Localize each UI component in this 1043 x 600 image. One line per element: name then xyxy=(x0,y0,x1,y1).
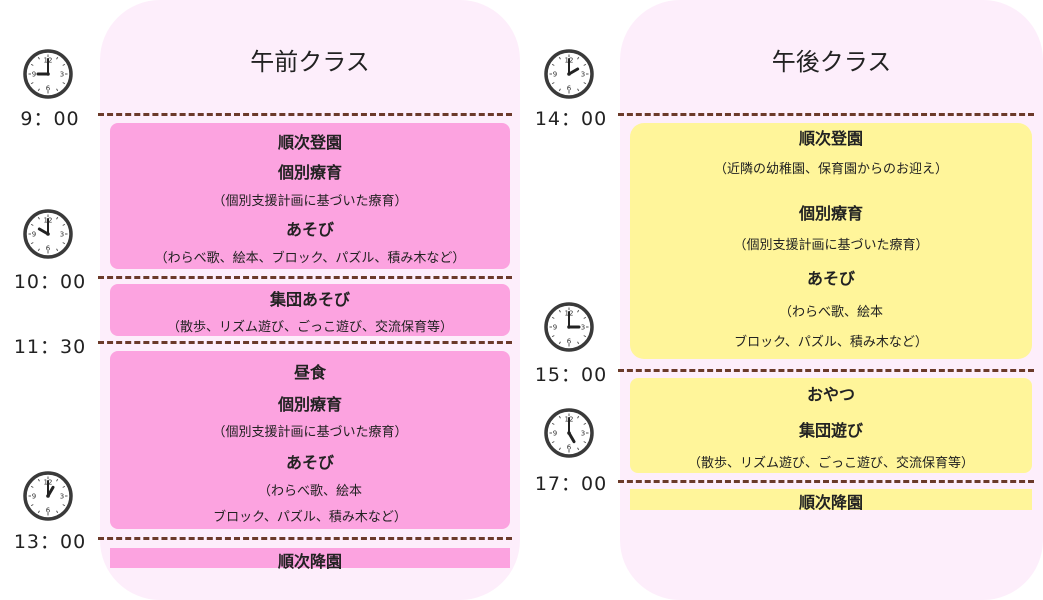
afternoon-b1-line4: （個別支援計画に基づいた療育） xyxy=(733,238,929,253)
morning-b1-line5: （わらべ歌、絵本、ブロック、パズル、積み木など） xyxy=(154,251,466,266)
time-label-1700: 17：00 xyxy=(534,473,608,495)
afternoon-b1-line1: 順次登園 xyxy=(798,129,863,148)
afternoon-b1-line7: ブロック、パズル、積み木など） xyxy=(734,335,928,350)
svg-text:3: 3 xyxy=(581,324,585,332)
morning-b2-line1: 集団あそび xyxy=(269,290,350,309)
svg-text:3: 3 xyxy=(60,493,64,501)
time-label-0900: 9：00 xyxy=(20,108,80,130)
svg-text:6: 6 xyxy=(46,245,51,253)
time-label-1000: 10：00 xyxy=(13,271,87,293)
afternoon-b2-line2: 集団遊び xyxy=(798,421,863,440)
morning-block-2: 集団あそび （散歩、リズム遊び、ごっこ遊び、交流保育等） xyxy=(110,284,510,336)
svg-text:9: 9 xyxy=(32,71,36,79)
divider-1000 xyxy=(98,276,512,279)
morning-b3-line2: 個別療育 xyxy=(277,395,342,414)
morning-b3-line1: 昼食 xyxy=(293,363,326,382)
svg-text:6: 6 xyxy=(46,507,51,515)
clock-icon: 12369 xyxy=(544,49,594,99)
svg-text:6: 6 xyxy=(567,85,572,93)
svg-text:9: 9 xyxy=(553,71,557,79)
morning-b4-line1: 順次降園 xyxy=(277,552,342,571)
divider-0900 xyxy=(98,113,512,116)
afternoon-b1-line2: （近隣の幼稚園、保育園からのお迎え） xyxy=(713,162,948,177)
afternoon-title: 午後クラス xyxy=(771,48,892,76)
time-label-1300: 13：00 xyxy=(13,531,87,553)
divider-1130 xyxy=(98,341,512,344)
morning-b3-line6: ブロック、パズル、積み木など） xyxy=(213,510,407,525)
afternoon-block-2: おやつ 集団遊び （散歩、リズム遊び、ごっこ遊び、交流保育等） xyxy=(630,378,1032,473)
time-label-1400: 14：00 xyxy=(534,108,608,130)
afternoon-b1-line6: （わらべ歌、絵本 xyxy=(778,305,883,320)
morning-b3-line4: あそび xyxy=(285,453,334,472)
morning-b2-line2: （散歩、リズム遊び、ごっこ遊び、交流保育等） xyxy=(166,320,453,335)
clock-icon: 12369 xyxy=(23,209,73,259)
clock-icon: 12369 xyxy=(23,49,73,99)
svg-text:6: 6 xyxy=(567,444,572,452)
divider-1700 xyxy=(618,480,1034,483)
svg-text:9: 9 xyxy=(553,324,557,332)
time-label-1500: 15：00 xyxy=(534,364,608,386)
morning-block-3: 昼食 個別療育 （個別支援計画に基づいた療育） あそび （わらべ歌、絵本 ブロッ… xyxy=(110,351,510,529)
morning-b1-line2: 個別療育 xyxy=(277,163,342,182)
afternoon-b1-line5: あそび xyxy=(806,269,855,288)
afternoon-b2-line3: （散歩、リズム遊び、ごっこ遊び、交流保育等） xyxy=(687,456,974,471)
morning-b1-line3: （個別支援計画に基づいた療育） xyxy=(212,194,408,209)
svg-text:3: 3 xyxy=(581,430,585,438)
afternoon-b1-line3: 個別療育 xyxy=(798,204,863,223)
svg-text:9: 9 xyxy=(553,430,557,438)
morning-b3-line5: （わらべ歌、絵本 xyxy=(257,484,362,499)
morning-b1-line4: あそび xyxy=(285,220,334,239)
morning-block-1: 順次登園 個別療育 （個別支援計画に基づいた療育） あそび （わらべ歌、絵本、ブ… xyxy=(110,123,510,269)
clock-icon: 12369 xyxy=(544,408,594,458)
clock-icon: 12369 xyxy=(23,471,73,521)
afternoon-b3-line1: 順次降園 xyxy=(798,493,863,512)
svg-text:3: 3 xyxy=(60,71,64,79)
divider-1300 xyxy=(98,537,512,540)
morning-b3-line3: （個別支援計画に基づいた療育） xyxy=(212,425,408,440)
svg-text:9: 9 xyxy=(32,493,36,501)
time-label-1130: 11：30 xyxy=(13,336,87,358)
svg-text:3: 3 xyxy=(581,71,585,79)
svg-text:3: 3 xyxy=(60,231,64,239)
morning-title: 午前クラス xyxy=(250,48,370,76)
clock-icon: 12369 xyxy=(544,302,594,352)
afternoon-b2-line1: おやつ xyxy=(806,385,855,404)
afternoon-block-1: 順次登園 （近隣の幼稚園、保育園からのお迎え） 個別療育 （個別支援計画に基づい… xyxy=(630,123,1032,359)
svg-text:6: 6 xyxy=(567,338,572,346)
svg-text:6: 6 xyxy=(46,85,51,93)
morning-block-4: 順次降園 xyxy=(110,548,510,571)
divider-1400 xyxy=(618,113,1034,116)
svg-text:9: 9 xyxy=(32,231,36,239)
divider-1500 xyxy=(618,369,1034,372)
morning-b1-line1: 順次登園 xyxy=(277,133,342,152)
afternoon-block-3: 順次降園 xyxy=(630,489,1032,512)
